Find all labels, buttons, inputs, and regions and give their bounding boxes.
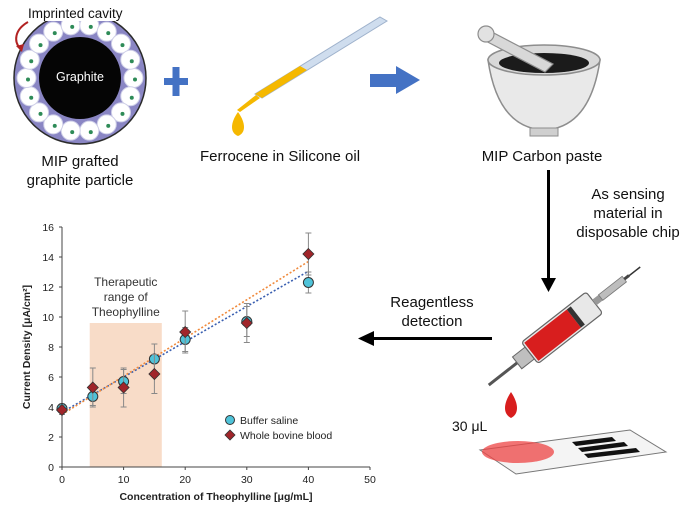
cavity bbox=[60, 120, 81, 141]
cavity bbox=[96, 114, 117, 135]
cavity bbox=[120, 86, 141, 107]
legend-label: Whole bovine blood bbox=[240, 430, 332, 442]
template-molecule bbox=[52, 123, 57, 128]
x-tick-label: 50 bbox=[364, 474, 376, 486]
cavity bbox=[110, 102, 131, 123]
range-label-line: Therapeutic bbox=[94, 275, 157, 289]
cavity bbox=[79, 120, 100, 141]
x-tick-label: 0 bbox=[59, 474, 65, 486]
cavity bbox=[43, 21, 64, 42]
template-molecule bbox=[88, 130, 93, 135]
down-arrow-icon bbox=[541, 170, 556, 292]
template-molecule bbox=[88, 24, 93, 29]
template-molecule bbox=[29, 95, 34, 100]
y-tick-label: 14 bbox=[42, 252, 54, 264]
cavity bbox=[29, 33, 50, 54]
y-tick-label: 10 bbox=[42, 312, 54, 324]
y-tick-label: 2 bbox=[48, 432, 54, 444]
particle-caption-line2: graphite particle bbox=[26, 172, 134, 189]
cavity bbox=[19, 86, 40, 107]
range-label-line: Theophylline bbox=[92, 305, 160, 319]
y-axis-label: Current Density [μA/cm²] bbox=[21, 285, 33, 409]
cavity bbox=[43, 114, 64, 135]
detection-caption: Reagentless detection bbox=[366, 293, 498, 331]
template-molecule bbox=[38, 111, 43, 116]
right-arrow-icon bbox=[370, 66, 420, 94]
sensing-caption: As sensing material in disposable chip bbox=[558, 185, 698, 242]
plus-icon bbox=[164, 67, 188, 96]
graphite-particle bbox=[13, 11, 147, 145]
volume-label: 30 μL bbox=[452, 418, 488, 434]
cavity bbox=[19, 49, 40, 70]
cavity bbox=[120, 49, 141, 70]
disposable-chip bbox=[478, 429, 668, 475]
therapeutic-range-band bbox=[89, 323, 162, 467]
x-tick-label: 30 bbox=[241, 474, 253, 486]
whole-blood-point bbox=[148, 367, 161, 381]
cavity bbox=[110, 33, 131, 54]
template-molecule bbox=[70, 130, 75, 135]
mortar-caption: MIP Carbon paste bbox=[481, 148, 603, 165]
y-tick-label: 16 bbox=[42, 222, 54, 234]
template-molecule bbox=[29, 59, 34, 64]
legend-marker-blood bbox=[224, 429, 236, 441]
x-tick-label: 20 bbox=[179, 474, 191, 486]
whole-blood-point bbox=[86, 381, 99, 394]
x-tick-label: 10 bbox=[118, 474, 130, 486]
y-tick-label: 8 bbox=[48, 342, 54, 354]
graphite-label: Graphite bbox=[56, 70, 104, 84]
oil-drop bbox=[232, 112, 244, 136]
y-tick-label: 12 bbox=[42, 282, 54, 294]
cavity bbox=[123, 68, 144, 88]
legend-marker-buffer bbox=[225, 415, 235, 425]
whole-blood-point bbox=[240, 316, 253, 330]
whole-blood-point bbox=[55, 403, 69, 417]
blood-drop bbox=[505, 392, 517, 418]
cavity bbox=[29, 102, 50, 123]
whole-blood-point bbox=[179, 325, 192, 339]
sensing-line2: material in bbox=[593, 205, 663, 222]
sensing-line1: As sensing bbox=[591, 186, 665, 203]
graphite-core bbox=[39, 37, 121, 119]
imprinted-cavities bbox=[16, 15, 144, 141]
template-molecule bbox=[129, 59, 134, 64]
cavity bbox=[16, 68, 37, 88]
detection-line2: detection bbox=[401, 313, 463, 330]
mortar-pestle-icon bbox=[477, 25, 601, 137]
ferrocene-caption: Ferrocene in Silicone oil bbox=[199, 148, 361, 165]
template-molecule bbox=[52, 31, 57, 36]
template-molecule bbox=[106, 31, 111, 36]
cavity bbox=[96, 21, 117, 42]
template-molecule bbox=[120, 43, 125, 48]
range-label-line: range of bbox=[104, 290, 149, 304]
template-molecule bbox=[70, 24, 75, 29]
dropper-icon bbox=[232, 16, 388, 136]
cavity-pointer-arrowhead bbox=[16, 44, 24, 52]
left-arrow-icon bbox=[358, 331, 492, 346]
whole-blood-point bbox=[117, 381, 130, 394]
template-molecule bbox=[26, 77, 30, 82]
particle-caption: MIP grafted graphite particle bbox=[0, 152, 160, 190]
x-tick-label: 40 bbox=[303, 474, 315, 486]
y-tick-label: 6 bbox=[48, 372, 54, 384]
template-molecule bbox=[106, 123, 111, 128]
y-tick-label: 0 bbox=[48, 462, 54, 474]
cavity-label: Imprinted cavity bbox=[28, 6, 123, 21]
sample-drop bbox=[482, 441, 554, 463]
x-axis-label: Concentration of Theophylline [μg/mL] bbox=[119, 491, 312, 503]
sensing-line3: disposable chip bbox=[576, 224, 680, 241]
template-molecule bbox=[129, 95, 134, 100]
particle-caption-line1: MIP grafted bbox=[41, 153, 119, 170]
syringe-icon bbox=[487, 266, 641, 387]
buffer-saline-point bbox=[302, 277, 314, 288]
template-molecule bbox=[133, 77, 137, 82]
y-tick-label: 4 bbox=[48, 402, 54, 414]
legend-label: Buffer saline bbox=[240, 415, 298, 427]
whole-blood-point bbox=[302, 247, 315, 261]
detection-line1: Reagentless bbox=[390, 294, 474, 311]
template-molecule bbox=[120, 111, 125, 116]
template-molecule bbox=[38, 43, 43, 48]
